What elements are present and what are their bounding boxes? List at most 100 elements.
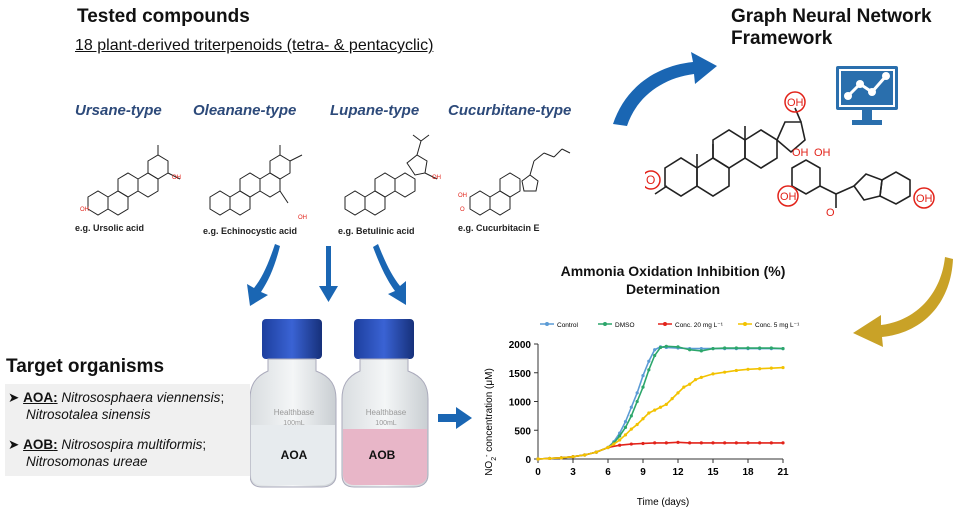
data-point — [536, 457, 540, 461]
legend-marker — [603, 322, 607, 326]
data-point — [635, 399, 639, 404]
steroid-o-label: O — [646, 173, 655, 187]
chart-y-label: NO2- concentration (μM) — [484, 368, 498, 476]
target-line-end-aob: ; — [202, 437, 207, 452]
data-point — [711, 372, 715, 376]
data-point — [623, 425, 628, 429]
data-point — [734, 441, 738, 445]
data-point — [559, 456, 563, 460]
type-label-oleanane: Oleanane-type — [193, 102, 297, 119]
culture-bottles: Healthbase 100mL AOA Healthbase 100mL AO… — [250, 319, 429, 488]
x-tick-label: 12 — [672, 467, 684, 478]
data-point — [676, 391, 680, 395]
chart-title: Ammonia Oxidation Inhibition (%) Determi… — [518, 262, 828, 298]
curved-arrow-icon — [613, 52, 717, 126]
steroid-oh-label: OH — [787, 97, 804, 109]
data-point — [758, 441, 762, 445]
data-point — [629, 414, 633, 418]
data-point — [629, 442, 633, 446]
x-tick-label: 15 — [707, 467, 719, 478]
series-line-3 — [537, 366, 784, 460]
data-point — [658, 345, 663, 350]
type-label-lupane: Lupane-type — [330, 102, 420, 119]
data-point — [723, 441, 727, 445]
data-point — [746, 367, 750, 371]
example-echinocystic-acid: e.g. Echinocystic acid — [203, 226, 298, 236]
y-tick-label: 500 — [514, 426, 531, 437]
target-line-end-aoa: ; — [220, 390, 225, 405]
data-point — [635, 391, 639, 395]
x-tick-label: 21 — [777, 467, 789, 478]
bullet-arrow-icon: ➤ — [8, 390, 20, 405]
data-point — [548, 456, 552, 461]
data-point — [641, 385, 645, 389]
arrow-down-right-icon — [373, 244, 406, 305]
bottle-aob-brand: Healthbase — [366, 408, 407, 417]
phenolic-oh-label-3: OH — [780, 191, 797, 203]
bottle-aob: Healthbase 100mL AOB — [341, 319, 429, 488]
phenolic-graph-structure: O OH OH OH OH — [777, 147, 935, 219]
bottle-aob-label: AOB — [369, 448, 396, 462]
data-point — [629, 427, 633, 431]
arrow-to-chart — [438, 407, 472, 429]
target-organisms-panel: ➤ AOA: Nitrososphaera viennensis; Nitros… — [5, 384, 250, 476]
bottle-aoa: Healthbase 100mL AOA — [250, 319, 337, 488]
data-point — [746, 441, 750, 445]
data-point — [688, 348, 692, 352]
chart-title-line1: Ammonia Oxidation Inhibition (%) — [560, 263, 786, 279]
arrow-right-icon — [438, 407, 472, 429]
bottle-aob-volume: 100mL — [375, 420, 397, 427]
data-point — [653, 441, 657, 445]
data-point — [658, 405, 663, 409]
target-key-aob: AOB — [23, 437, 54, 452]
legend-label: Conc. 5 mg L⁻¹ — [755, 322, 800, 329]
target-aob-organism-1: Nitrosospira multiformis — [61, 437, 203, 452]
data-point — [635, 422, 639, 427]
arrows-to-bottles — [247, 244, 406, 306]
example-ursolic-acid: e.g. Ursolic acid — [75, 223, 145, 233]
svg-text:OH: OH — [298, 215, 307, 221]
phenolic-oh-label-2: OH — [814, 147, 831, 159]
data-point — [647, 359, 651, 363]
data-point — [641, 441, 645, 446]
example-betulinic-acid: e.g. Betulinic acid — [338, 226, 415, 236]
data-point — [618, 443, 622, 447]
gnn-title-line2: Framework — [731, 28, 833, 49]
y-tick-label: 1500 — [509, 369, 532, 380]
curved-arrow-to-chart — [853, 257, 953, 347]
bullet-arrow-icon: ➤ — [8, 437, 20, 452]
legend-label: Control — [557, 322, 579, 329]
data-point — [699, 347, 703, 351]
chart-x-label: Time (days) — [637, 497, 689, 508]
svg-text:OH: OH — [172, 175, 181, 181]
betulinic-acid-structure — [344, 134, 438, 216]
data-point — [583, 453, 587, 457]
x-tick-label: 3 — [570, 467, 576, 478]
data-point — [723, 346, 727, 350]
ursolic-acid-structure — [87, 145, 181, 216]
bottle-aoa-volume: 100mL — [283, 420, 305, 427]
target-item-aob: ➤ AOB: Nitrosospira multiformis; Nitroso… — [8, 436, 206, 470]
echinocystic-acid-structure — [209, 145, 303, 216]
data-point — [653, 353, 657, 358]
x-tick-label: 9 — [640, 467, 646, 478]
target-aoa-organism-1: Nitrososphaera viennensis — [61, 390, 221, 405]
target-item-aoa: ➤ AOA: Nitrososphaera viennensis; Nitros… — [8, 389, 224, 423]
data-point — [734, 368, 738, 373]
arrow-down-icon — [319, 246, 338, 302]
x-tick-label: 0 — [535, 467, 541, 478]
data-point — [670, 397, 674, 401]
phenolic-o-label: O — [826, 207, 835, 219]
legend-label: DMSO — [615, 322, 635, 329]
data-point — [688, 441, 692, 445]
target-aob-organism-2: Nitrosomonas ureae — [26, 454, 148, 469]
y-tick-label: 0 — [525, 455, 531, 466]
x-tick-label: 6 — [605, 467, 611, 478]
section-title-targets: Target organisms — [6, 356, 165, 377]
data-point — [758, 367, 762, 371]
svg-text:OH: OH — [432, 175, 441, 181]
svg-text:O: O — [460, 207, 465, 213]
legend-label: Conc. 20 mg L⁻¹ — [675, 322, 724, 329]
data-point — [682, 385, 686, 389]
target-aoa-organism-2: Nitrosotalea sinensis — [26, 407, 151, 422]
